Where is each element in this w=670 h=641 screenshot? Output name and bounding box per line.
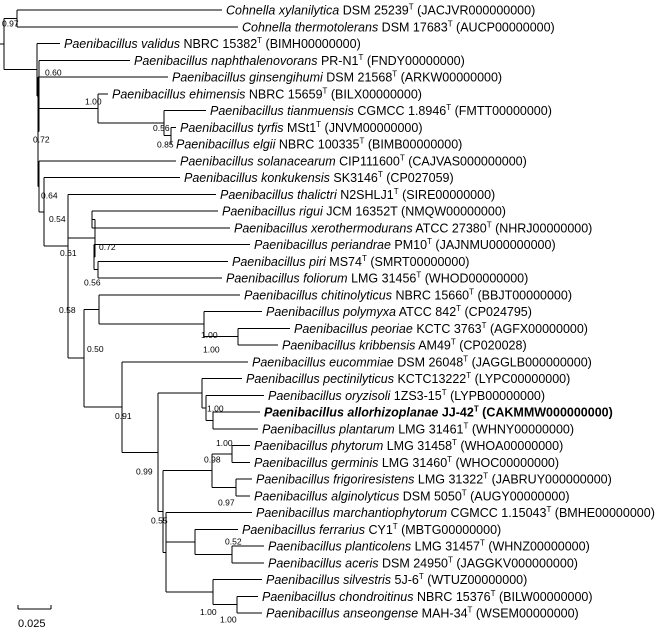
bootstrap-n_ehi: 1.00 [85, 96, 102, 106]
tip-label-polymyxa: Paenibacillus polymyxa ATCC 842T (CP0247… [266, 304, 532, 319]
tip-label-naphthalenovorans: Paenibacillus naphthalenovorans PR-N1T (… [134, 53, 465, 68]
tip-label-phytorum: Paenibacillus phytorum LMG 31458T (WHOA0… [254, 438, 563, 453]
bootstrap-n_64: 0.64 [41, 190, 58, 200]
tip-label-konkukensis: Paenibacillus konkukensis SK3146T (CP027… [184, 170, 454, 185]
bootstrap-n_per: 0.72 [99, 242, 116, 252]
tip-label-chitinolyticus: Paenibacillus chitinolyticus NBRC 15660T… [244, 287, 572, 302]
bootstrap-n_allo: 1.00 [207, 403, 224, 413]
tip-label-piri: Paenibacillus piri MS74T (SMRT00000000) [232, 254, 469, 269]
tip-label-anseongense: Paenibacillus anseongense MAH-34T (WSEM0… [266, 606, 579, 621]
tip-label-ginsengihumi: Paenibacillus ginsengihumi DSM 21568T (A… [172, 70, 502, 85]
tip-label-aceris: Paenibacillus aceris DSM 24950T (JAGGKV0… [268, 555, 578, 570]
tip-label-tianmuensis: Paenibacillus tianmuensis CGMCC 1.8946T … [210, 103, 552, 118]
tip-label-planticolens: Paenibacillus planticolens LMG 31457T (W… [268, 539, 590, 554]
tip-label-germinis: Paenibacillus germinis LMG 31460T (WHOC0… [254, 455, 559, 470]
bootstrap-n_99: 0.99 [136, 466, 153, 476]
bootstrap-n_frig: 0.97 [218, 497, 235, 507]
tip-label-pectinilyticus: Paenibacillus pectinilyticus KCTC13222T … [246, 371, 570, 386]
bootstrap-n_50: 0.50 [87, 344, 104, 354]
tip-label-ferrarius: Paenibacillus ferrarius CY1T (MBTG000000… [242, 522, 501, 537]
bootstrap-labels: 0.97 0.60 1.00 0.56 0.85 0.72 0.64 0.54 0.61 0.72… [2, 18, 242, 624]
tip-label-chondroitinus: Paenibacillus chondroitinus NBRC 15376T … [262, 589, 593, 604]
bootstrap-n_sil: 1.00 [200, 607, 217, 617]
tip-label-validus: Paenibacillus validus NBRC 15382T (BIMH0… [64, 36, 361, 51]
scale-bar-label: 0.025 [18, 618, 46, 630]
tip-label-frigoriresistens: Paenibacillus frigoriresistens LMG 31322… [256, 472, 612, 487]
bootstrap-n_tian: 0.56 [153, 123, 170, 133]
bootstrap-n_root2: 0.60 [45, 68, 62, 78]
tip-label-thermotolerans: Cohnella thermotolerans DSM 17683T (AUCP… [242, 19, 555, 34]
bootstrap-n_cohnella: 0.97 [2, 18, 19, 28]
tip-label-rigui: Paenibacillus rigui JCM 16352T (NMQW0000… [222, 205, 506, 219]
bootstrap-n_poly: 1.00 [201, 330, 218, 340]
bootstrap-n_98: 0.98 [204, 455, 221, 465]
bootstrap-n_cho: 1.00 [220, 615, 237, 625]
tip-label-kribbensis: Paenibacillus kribbensis AM49T (CP020028… [282, 338, 527, 353]
tip-label-ehimensis: Paenibacillus ehimensis NBRC 15659T (BIL… [112, 86, 422, 101]
tip-label-solanacearum: Paenibacillus solanacearum CIP111600T (C… [180, 153, 527, 168]
bootstrap-n_plant: 0.52 [225, 536, 242, 546]
bootstrap-n_55: 0.55 [151, 515, 168, 525]
tip-label-plantarum: Paenibacillus plantarum LMG 31461T (WHNY… [262, 421, 574, 436]
tip-label-eucommiae: Paenibacillus eucommiae DSM 26048T (JAGG… [252, 354, 592, 369]
tip-label-oryzisoli: Paenibacillus oryzisoli 1ZS3-15T (LYPB00… [268, 388, 545, 403]
tip-label-thalictri: Paenibacillus thalictri N2SHLJ1T (SIRE00… [220, 187, 495, 202]
bootstrap-n_phy: 1.00 [216, 438, 233, 448]
tip-label-alginolyticus: Paenibacillus alginolyticus DSM 5050T (A… [254, 488, 570, 503]
bootstrap-n_58: 0.58 [59, 305, 76, 315]
tip-label-silvestris: Paenibacillus silvestris 5J-6T (WTUZ0000… [266, 572, 527, 587]
bootstrap-n_tyrf: 0.85 [157, 140, 174, 150]
bootstrap-n_72: 0.72 [33, 135, 50, 145]
bootstrap-n_91: 0.91 [115, 411, 132, 421]
bootstrap-n_peo: 1.00 [203, 345, 220, 355]
bootstrap-n_piri: 0.56 [84, 278, 101, 288]
tip-label-xerothermodurans: Paenibacillus xerothermodurans ATCC 2738… [234, 220, 592, 235]
tip-label-peoriae: Paenibacillus peoriae KCTC 3763T (AGFX00… [294, 321, 588, 336]
tip-label-foliorum: Paenibacillus foliorum LMG 31456T (WHOD0… [226, 271, 528, 286]
tip-label-xylanilytica: Cohnella xylanilytica DSM 25239T (JACJVR… [226, 3, 535, 18]
tip-label-periandrae: Paenibacillus periandrae PM10T (JAJNMU00… [254, 237, 556, 252]
bootstrap-n_61: 0.61 [60, 248, 77, 258]
tip-label-allorhizoplanae: Paenibacillus allorhizoplanae JJ-42T (CA… [264, 405, 613, 420]
scale-bar: 0.025 [17, 605, 52, 630]
tip-label-marchantiophytorum: Paenibacillus marchantiophytorum CGMCC 1… [256, 505, 655, 520]
tip-label-elgii: Paenibacillus elgii NBRC 100335T (BIMB00… [176, 137, 462, 152]
tip-label-tyrfis: Paenibacillus tyrfis MSt1T (JNVM00000000… [180, 120, 423, 135]
tree-branches [0, 9, 290, 614]
tip-labels: Cohnella xylanilytica DSM 25239T (JACJVR… [64, 3, 655, 621]
bootstrap-n_54: 0.54 [49, 214, 66, 224]
